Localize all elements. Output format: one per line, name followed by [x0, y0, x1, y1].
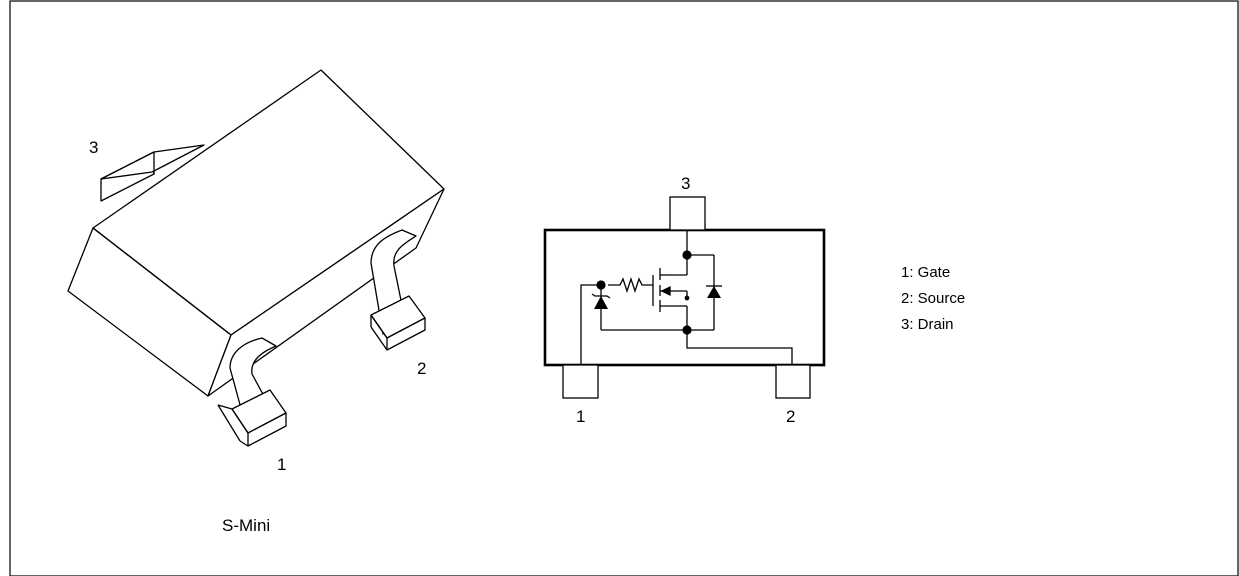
package-pin-2-label: 2 — [417, 359, 426, 378]
schematic-pad-2 — [775, 364, 811, 399]
pin-legend: 1: Gate 2: Source 3: Drain — [901, 264, 965, 333]
package-pin-1 — [217, 337, 287, 447]
gate-resistor — [608, 276, 653, 294]
schematic-pad-1 — [562, 364, 599, 399]
package-pin-3-label: 3 — [89, 138, 98, 157]
package-pin-2 — [370, 229, 426, 351]
page-border — [9, 0, 1239, 576]
schematic-pin-3-label: 3 — [681, 174, 690, 193]
schematic-junctions — [596, 250, 692, 335]
pin-legend-gate: 1: Gate — [901, 264, 950, 281]
schematic-pad-3 — [669, 196, 706, 231]
gate-zener-diode — [591, 285, 611, 330]
pin-legend-drain: 3: Drain — [901, 316, 954, 333]
package-name-label: S-Mini — [222, 516, 270, 535]
schematic-pin-1-label: 1 — [576, 407, 585, 426]
schematic-pin-2-label: 2 — [786, 407, 795, 426]
package-3d-drawing — [67, 69, 445, 447]
pin-legend-source: 2: Source — [901, 290, 965, 307]
package-pin-3 — [100, 144, 205, 202]
body-diode — [706, 285, 722, 298]
schematic — [543, 196, 826, 399]
schematic-package-outline — [543, 228, 826, 367]
package-pin-1-label: 1 — [277, 455, 286, 474]
